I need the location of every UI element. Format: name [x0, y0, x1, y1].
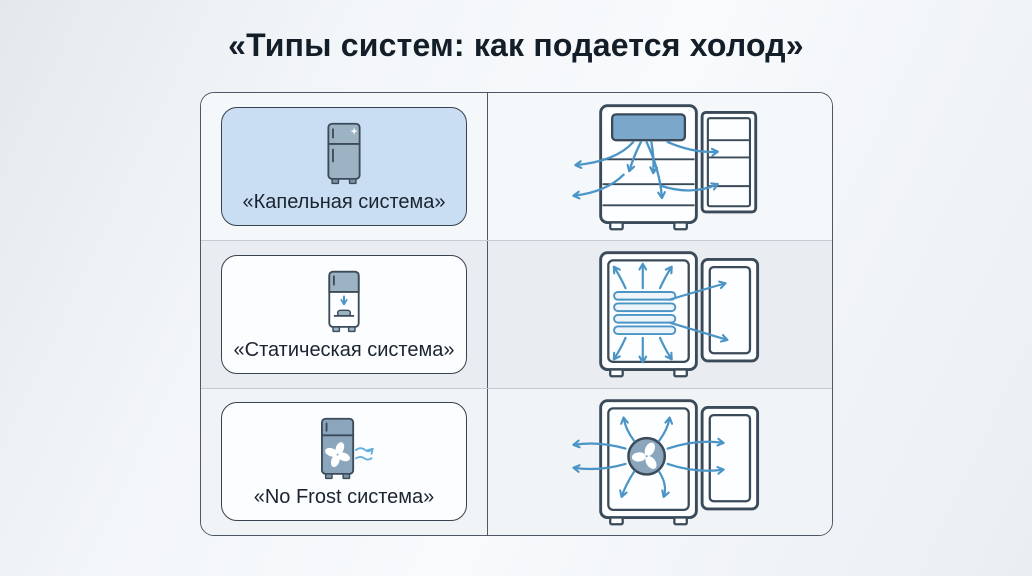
fridge-fan-radial-airflow-diagram [572, 399, 760, 526]
cell-static-label: «Статическая система» [201, 241, 488, 388]
airflow-arrows [572, 416, 725, 498]
card-label: «No Frost система» [253, 486, 435, 509]
evaporator-block [610, 112, 687, 142]
two-door-fridge-icon [327, 122, 361, 185]
sparkle-icon [350, 127, 358, 135]
card-nofrost-system: «No Frost система» [221, 402, 467, 522]
page-title: «Типы систем: как подается холод» [228, 27, 804, 63]
static-fridge-tray-icon [328, 270, 360, 333]
fridge-door-shelves [700, 110, 758, 214]
airflow-waves-icon [355, 447, 374, 461]
card-static-system: «Статическая система» [221, 254, 467, 374]
airflow-arrows [612, 263, 729, 364]
cell-nofrost-label: «No Frost система» [201, 388, 488, 535]
systems-comparison-table: «Капельная система» [200, 92, 833, 536]
fridge-door-plain [700, 405, 760, 511]
table-row-nofrost-system: «No Frost система» [201, 387, 832, 535]
table-row-drip-system: «Капельная система» [201, 93, 832, 241]
table-row-static-system: «Статическая система» [201, 240, 832, 388]
fan-fridge-icon [321, 418, 374, 480]
card-label: «Статическая система» [233, 338, 455, 361]
evaporator-coil [613, 291, 677, 336]
card-drip-system: «Капельная система» [221, 107, 467, 227]
cell-drip-diagram [488, 93, 832, 240]
card-label: «Капельная система» [242, 191, 446, 214]
fridge-rear-coil-vertical-airflow-diagram [599, 251, 760, 378]
fan-icon [627, 436, 667, 476]
cell-nofrost-diagram [488, 389, 832, 535]
cell-static-diagram [488, 241, 832, 387]
fan-icon [325, 442, 350, 468]
fridge-door-plain [700, 258, 760, 363]
fridge-top-evaporator-downward-airflow-diagram [572, 103, 758, 231]
airflow-arrows [572, 140, 719, 200]
cell-drip-label: «Капельная система» [201, 93, 488, 241]
